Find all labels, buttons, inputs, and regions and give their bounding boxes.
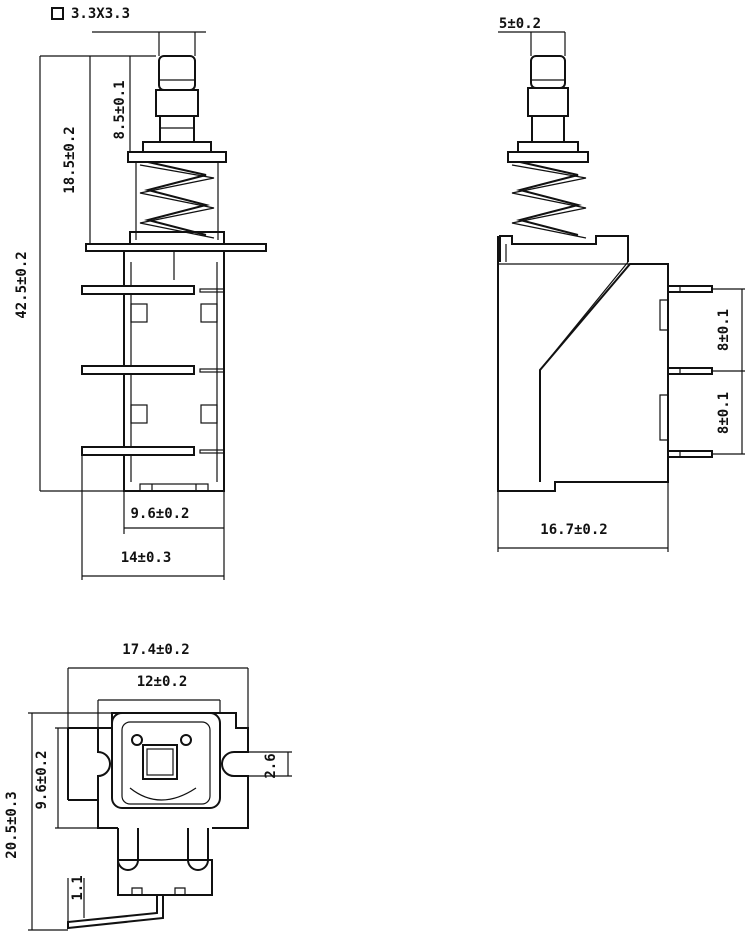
front-view <box>81 55 267 492</box>
dim-pin: 1.1 <box>70 875 86 900</box>
square-size-label: 3.3X3.3 <box>71 6 130 22</box>
dim-pin-pitch-2: 8±0.1 <box>716 392 732 434</box>
dim-plunger-top: 8.5±0.1 <box>112 80 128 139</box>
square-note: 3.3X3.3 <box>51 6 130 22</box>
top-dimensions: 17.4±0.2 12±0.2 9.6±0.2 20.5±0.3 2.6 1.1 <box>4 642 292 931</box>
dim-pin-pitch-1: 8±0.1 <box>716 309 732 351</box>
dim-top-body-depth: 9.6±0.2 <box>34 750 50 809</box>
dim-top-body-width: 12±0.2 <box>137 674 188 690</box>
dim-overall-width: 14±0.3 <box>121 550 172 566</box>
dim-upper-height: 18.5±0.2 <box>62 126 78 193</box>
dim-depth: 16.7±0.2 <box>540 522 607 538</box>
top-view <box>67 712 249 930</box>
dim-body-width: 9.6±0.2 <box>130 506 189 522</box>
front-dimensions: 8.5±0.1 18.5±0.2 42.5±0.2 9.6±0.2 14±0.3 <box>14 31 225 580</box>
dim-overall-depth: 20.5±0.3 <box>4 791 20 858</box>
dim-total-height: 42.5±0.2 <box>14 251 30 318</box>
side-dimensions: 5±0.2 8±0.1 8±0.1 16.7±0.2 <box>497 16 745 552</box>
square-icon <box>51 7 64 20</box>
dim-plunger-width: 5±0.2 <box>499 16 541 32</box>
dim-slot: 2.6 <box>263 753 279 778</box>
side-view <box>497 55 713 492</box>
dim-flange-width: 17.4±0.2 <box>122 642 189 658</box>
